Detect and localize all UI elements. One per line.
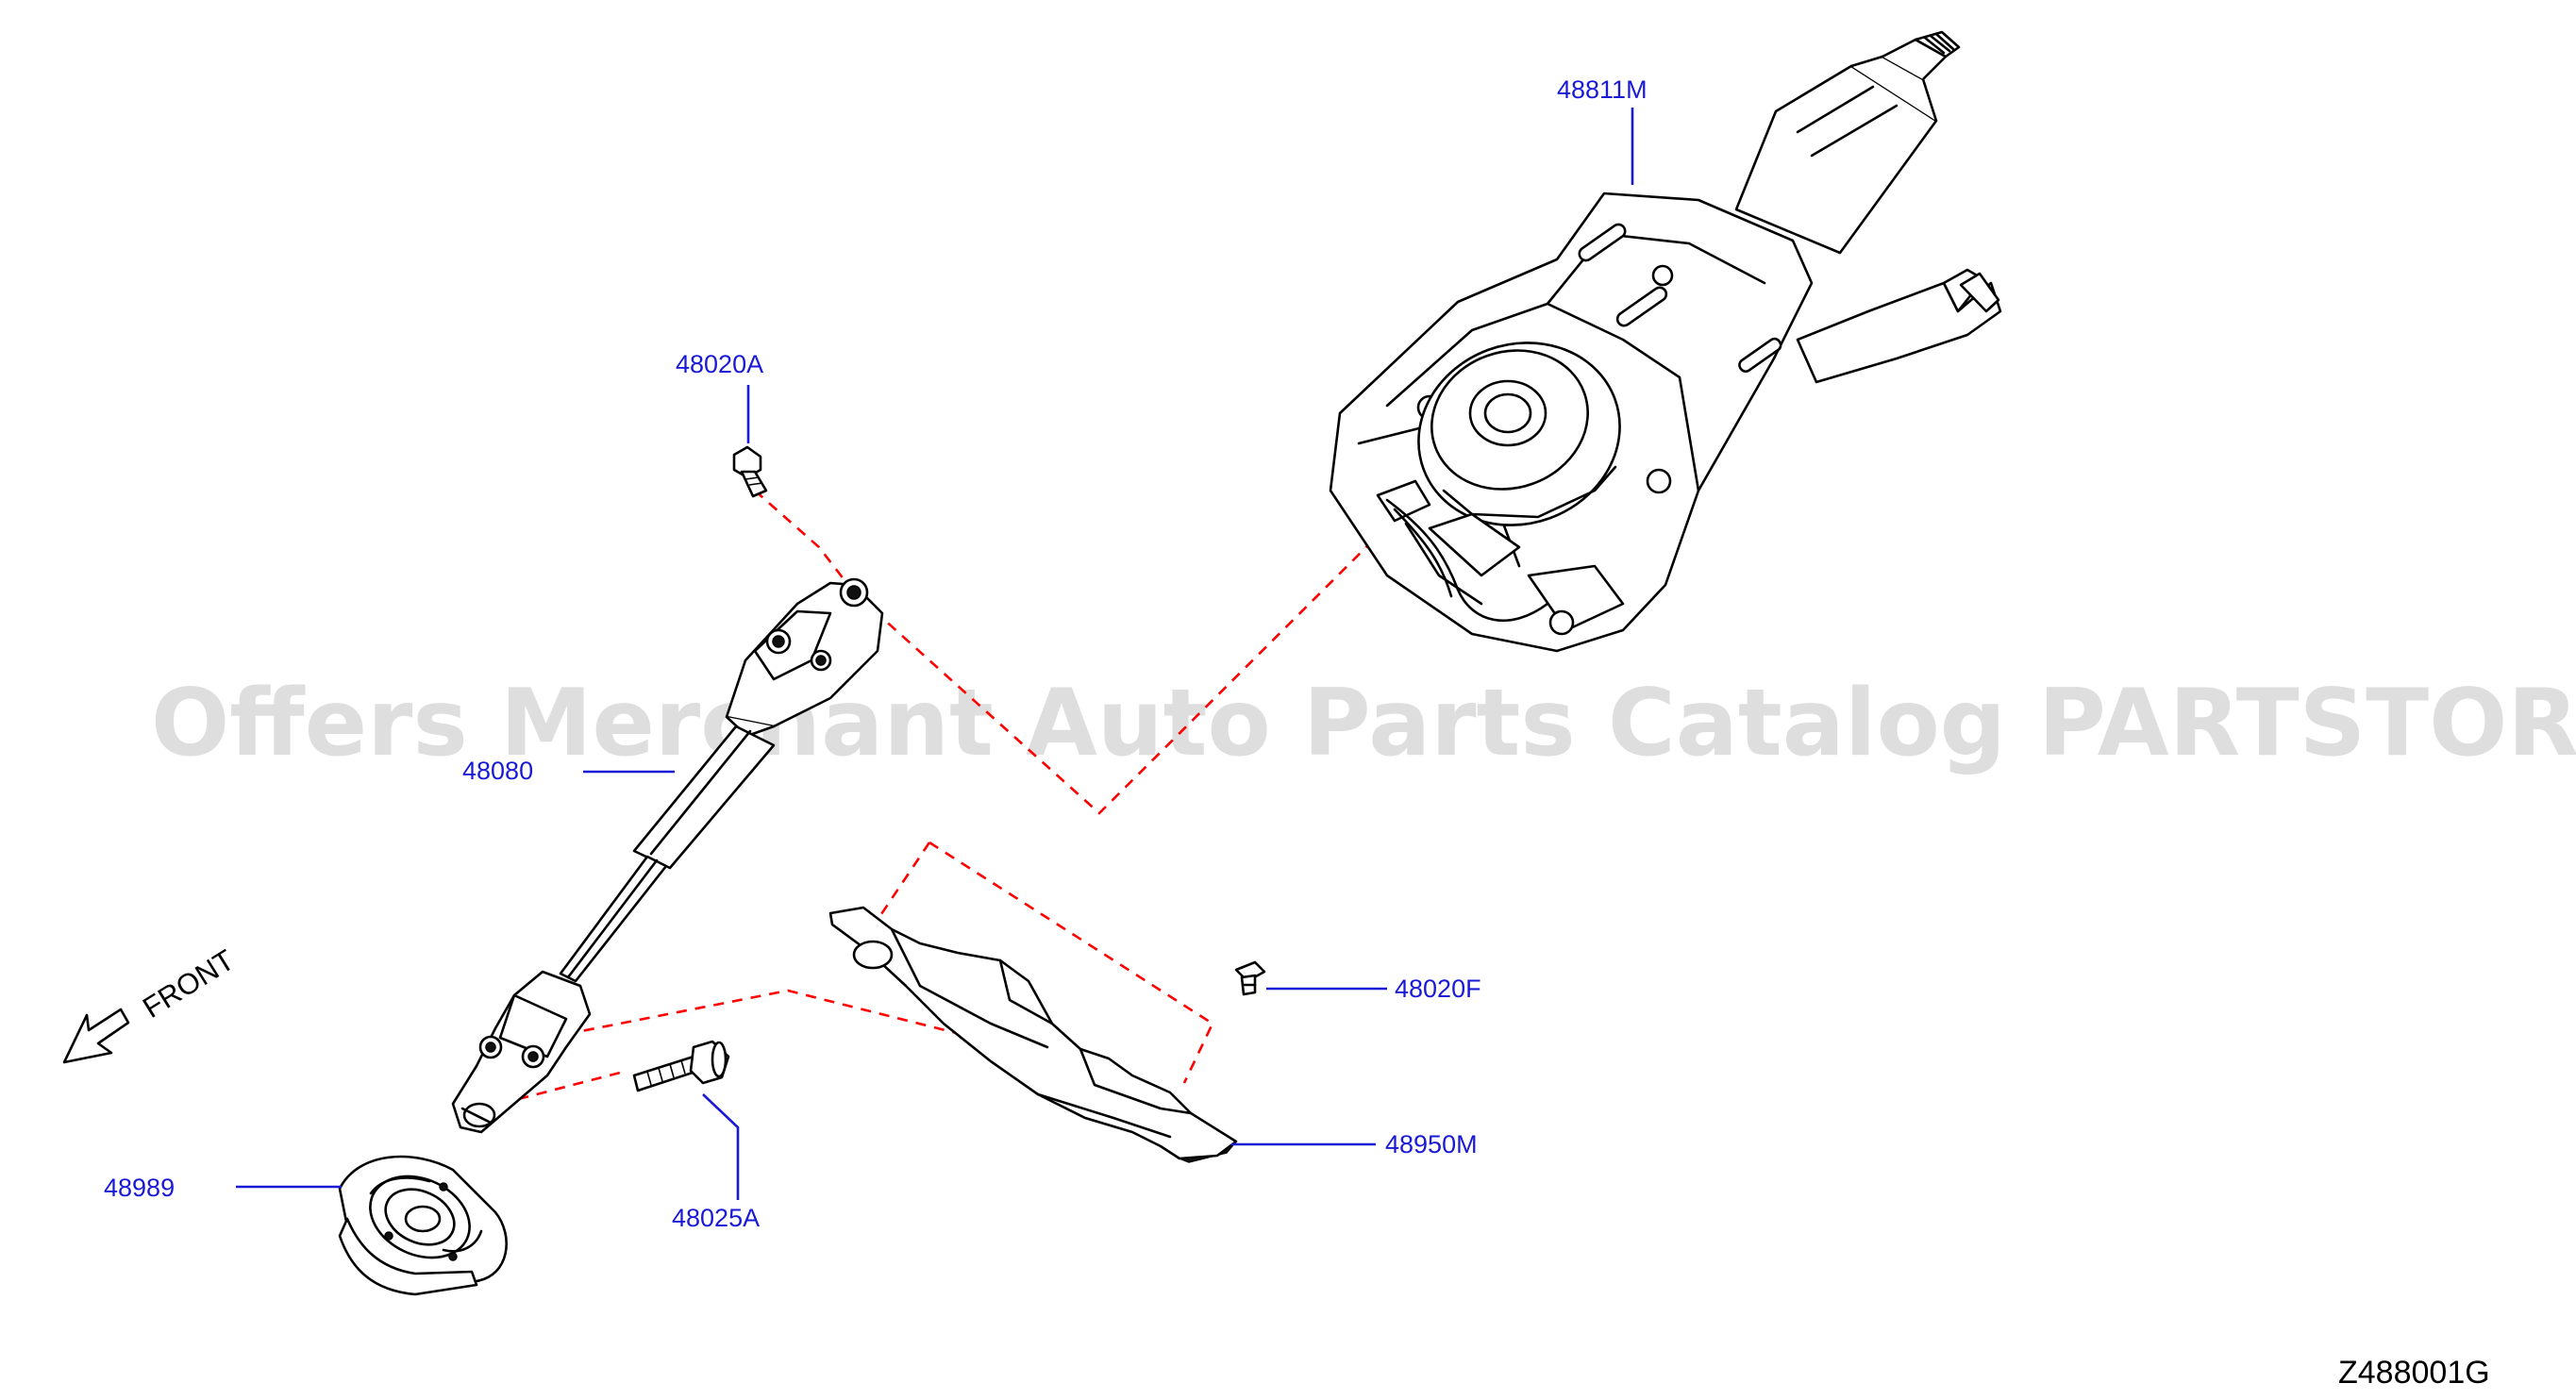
- hole-cover[interactable]: [338, 1155, 508, 1296]
- svg-text:48020F: 48020F: [1395, 975, 1481, 1003]
- label-48989[interactable]: 48989: [104, 1174, 342, 1202]
- svg-text:48020A: 48020A: [676, 350, 763, 378]
- label-48950m[interactable]: 48950M: [1231, 1130, 1478, 1158]
- label-48811m[interactable]: 48811M: [1557, 75, 1648, 185]
- eps-motor: [1417, 342, 1621, 526]
- arrow-icon: [62, 1008, 130, 1064]
- front-direction-indicator: FRONT: [62, 943, 240, 1064]
- intermediate-shaft[interactable]: [451, 577, 884, 1134]
- spline-shaft: [1914, 30, 1961, 58]
- steering-column-assembly[interactable]: [1329, 30, 2002, 653]
- svg-text:48080: 48080: [462, 757, 533, 785]
- svg-text:48989: 48989: [104, 1174, 175, 1202]
- label-48080[interactable]: 48080: [462, 757, 675, 785]
- lower-bolt[interactable]: [632, 1040, 730, 1092]
- column-cover[interactable]: [828, 906, 1238, 1163]
- label-48020f[interactable]: 48020F: [1266, 975, 1481, 1003]
- front-label: FRONT: [137, 943, 240, 1025]
- svg-text:48025A: 48025A: [672, 1204, 760, 1232]
- clip[interactable]: [1234, 960, 1266, 996]
- diagram-code: Z488001G: [2338, 1355, 2490, 1391]
- svg-text:48811M: 48811M: [1557, 75, 1648, 104]
- label-48025a[interactable]: 48025A: [672, 1093, 760, 1232]
- upper-bolt[interactable]: [732, 445, 768, 498]
- watermark-text: Offers Merchant Auto Parts Catalog PARTS…: [151, 670, 2576, 777]
- svg-text:48950M: 48950M: [1385, 1130, 1478, 1158]
- label-48020a[interactable]: 48020A: [676, 350, 763, 443]
